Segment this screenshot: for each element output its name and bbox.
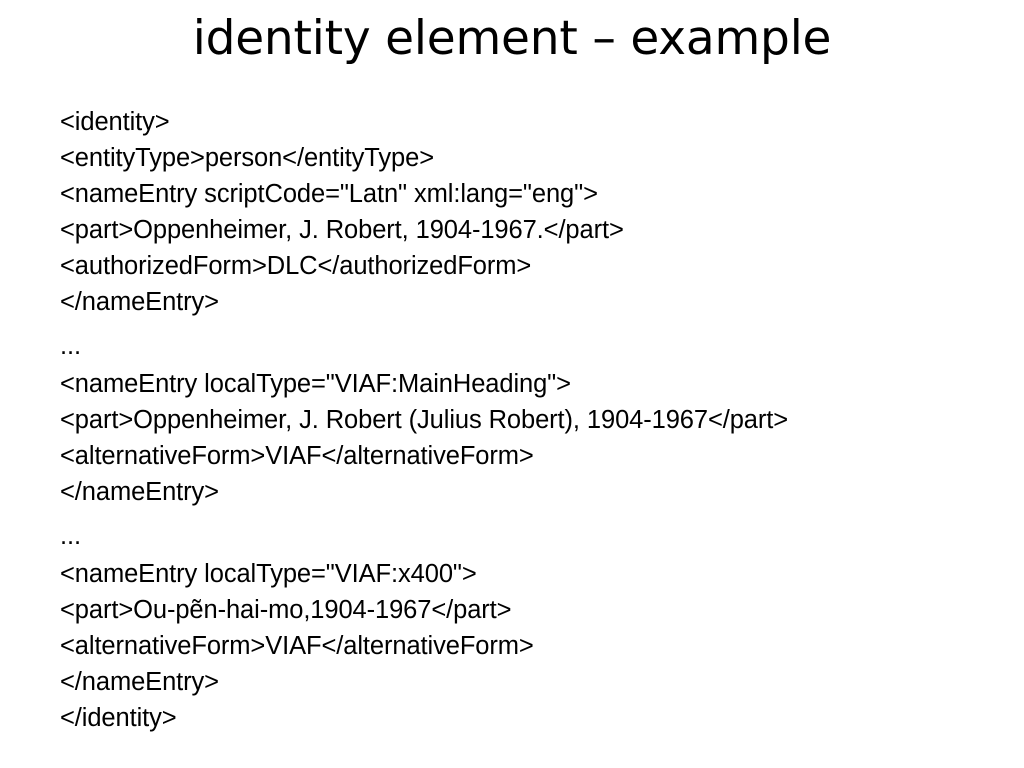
code-line: </nameEntry>: [60, 288, 219, 316]
code-line: <alternativeForm>VIAF</alternativeForm>: [60, 632, 534, 660]
code-line: <entityType>person</entityType>: [60, 144, 434, 172]
page-title: identity element – example: [192, 11, 832, 66]
code-line: </nameEntry>: [60, 668, 219, 696]
code-line: <part>Ou-pẽn-hai-mo,1904-1967</part>: [60, 596, 512, 624]
code-line: <part>Oppenheimer, J. Robert (Julius Rob…: [60, 406, 789, 434]
code-line: </nameEntry>: [60, 478, 219, 506]
code-line: <nameEntry localType="VIAF:MainHeading">: [60, 370, 571, 398]
code-line: ...: [60, 332, 81, 360]
code-line: <part>Oppenheimer, J. Robert, 1904-1967.…: [60, 216, 624, 244]
code-line: <nameEntry localType="VIAF:x400">: [60, 560, 477, 588]
code-line: <identity>: [60, 108, 170, 136]
code-line: <alternativeForm>VIAF</alternativeForm>: [60, 442, 534, 470]
code-line: </identity>: [60, 704, 177, 732]
xml-code-block: <identity> <entityType>person</entityType…: [60, 104, 960, 736]
code-line: ...: [60, 522, 81, 550]
code-line: <authorizedForm>DLC</authorizedForm>: [60, 252, 532, 280]
code-line: <nameEntry scriptCode="Latn" xml:lang="e…: [60, 180, 598, 208]
